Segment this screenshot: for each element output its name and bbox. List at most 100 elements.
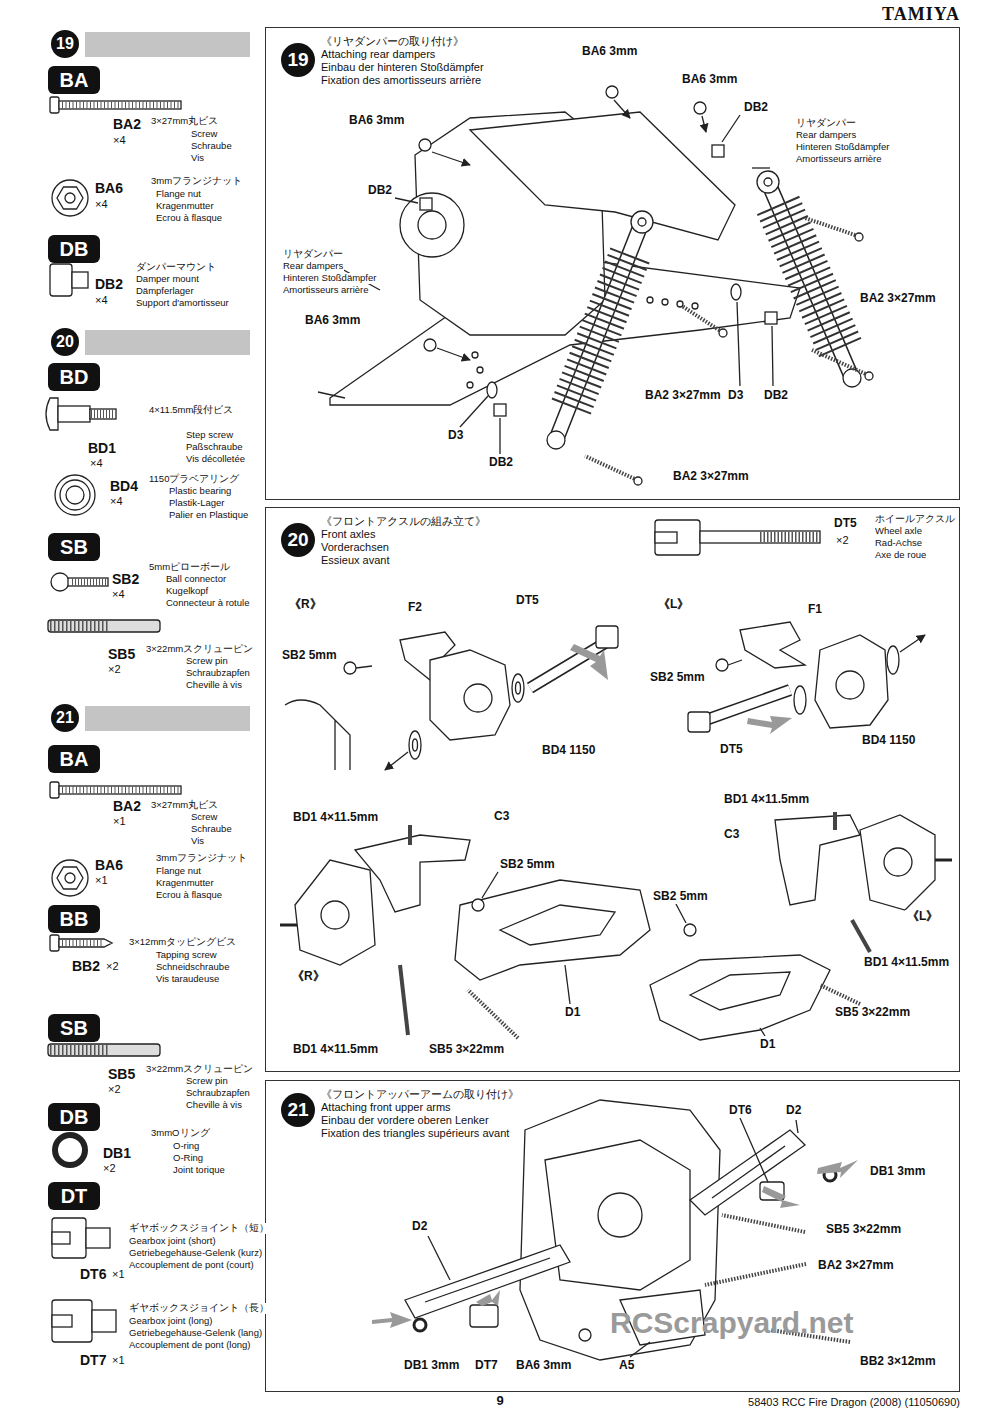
part-code: BA6 <box>95 857 123 873</box>
drawing-ellipse <box>794 686 806 714</box>
callout-label: BA2 3×27mm <box>858 292 938 306</box>
part-description: Ball connector <box>165 574 227 585</box>
part-description: Vis taraudeuse <box>155 974 220 985</box>
part-description: Support d'amortisseur <box>135 298 230 309</box>
step-number: 21 <box>281 1093 315 1127</box>
drawing-line <box>437 348 470 360</box>
callout-label: D2 <box>784 1104 803 1118</box>
drawing-circle <box>684 924 696 936</box>
part-bag-code: BB <box>48 905 100 933</box>
callout-label: C3 <box>722 828 741 842</box>
part-bag-code: DB <box>48 235 100 263</box>
quantity: ×4 <box>112 588 125 601</box>
quantity: ×1 <box>95 874 108 887</box>
part-description: 3×12mmタッピングビス <box>128 937 237 948</box>
drawing-rect <box>655 520 700 555</box>
step-panel: 《フロントアクスルの組み立て》Front axlesVorderachsenEs… <box>265 507 960 1072</box>
callout-label: F1 <box>806 603 824 617</box>
drawing-line <box>499 418 500 454</box>
part-description: Gearbox joint (long) <box>128 1316 213 1327</box>
part-description: ギヤボックスジョイント（長） <box>128 1303 270 1314</box>
drawing-rect <box>420 198 432 210</box>
drawing-polygon <box>372 1312 412 1328</box>
part-description: Kugelkopf <box>165 586 209 597</box>
drawing-line <box>482 872 498 898</box>
drawing-rect <box>72 272 88 288</box>
drawing-line <box>760 1028 765 1036</box>
drawing-circle <box>598 1193 642 1237</box>
drawing-line <box>935 859 952 862</box>
callout-label: BD4 1150 <box>540 744 597 758</box>
drawing-line <box>408 825 412 845</box>
drawing-line <box>676 904 686 923</box>
callout-label: BA6 3mm <box>514 1359 573 1373</box>
drawing-g <box>340 100 773 454</box>
drawing-rect <box>52 1232 70 1244</box>
drawing-line <box>740 1118 768 1182</box>
step-title: Front axles <box>321 528 375 541</box>
callout-label: DB2 <box>762 389 790 403</box>
part-bag-code: DB <box>48 1103 100 1131</box>
part-description: Screw pin <box>185 1076 229 1087</box>
drawing-line <box>760 532 818 542</box>
part-description: リヤダンパー <box>795 118 857 129</box>
part-description: Palier en Plastique <box>168 510 249 521</box>
drawing-circle <box>418 211 446 239</box>
drawing-path <box>740 622 805 668</box>
callout-label: DT5 <box>832 517 859 531</box>
drawing-path <box>775 815 860 905</box>
step-title: Essieux avant <box>321 554 389 567</box>
drawing-rect <box>92 1310 116 1332</box>
part-description: ギヤボックスジョイント（短） <box>128 1223 270 1234</box>
drawing-line <box>428 1236 450 1280</box>
drawing-circle <box>719 329 727 337</box>
step-title: Attaching front upper arms <box>321 1101 451 1114</box>
part-code: DB2 <box>95 276 123 292</box>
quantity: ×1 <box>113 815 126 828</box>
part-description: Hinteren Stoßdämpfer <box>282 273 377 284</box>
part-description: Amortisseurs arrière <box>282 285 370 296</box>
drawing-line <box>62 940 104 947</box>
part-bag-code: DT <box>48 1182 100 1210</box>
drawing-polygon <box>57 867 83 889</box>
drawing-circle <box>692 303 698 309</box>
drawing-line <box>772 326 773 386</box>
drawing-line <box>91 410 115 419</box>
part-description: 3×27mm丸ビス <box>150 800 219 811</box>
part-bag-code: BD <box>48 363 100 391</box>
drawing-path <box>318 392 345 398</box>
drawing-line <box>460 396 488 427</box>
callout-label: D1 <box>563 1006 582 1020</box>
part-code: SB2 <box>112 571 139 587</box>
part-description: Step screw <box>185 430 234 441</box>
drawing-circle <box>55 475 95 515</box>
quantity: ×4 <box>90 457 103 470</box>
drawing-rect <box>59 786 181 794</box>
part-code: BA2 <box>113 116 141 132</box>
part-bag-code: SB <box>48 1014 100 1042</box>
part-description: Connecteur à rotule <box>165 598 250 609</box>
part-description: 4×11.5mm段付ビス <box>148 405 234 416</box>
drawing-line <box>737 302 740 386</box>
part-bag-code: SB <box>48 533 100 561</box>
step-title: Fixation des amortisseurs arrière <box>321 74 481 87</box>
drawing-polygon <box>570 644 608 680</box>
callout-label: DB2 <box>487 456 515 470</box>
callout-label: D2 <box>410 1220 429 1234</box>
drawing-rect <box>688 712 710 732</box>
drawing-line <box>50 621 108 632</box>
part-description: Flange nut <box>155 866 202 877</box>
callout-label: DT7 <box>473 1359 500 1373</box>
callout-label: C3 <box>492 810 511 824</box>
drawing-rect <box>48 1044 160 1056</box>
callout-label: BD4 1150 <box>860 734 917 748</box>
drawing-line <box>72 579 107 586</box>
drawing-ellipse <box>512 674 524 702</box>
rear-gearbox-drawing <box>318 86 873 485</box>
part-code: BA2 <box>113 798 141 814</box>
drawing-line <box>50 1045 108 1056</box>
part-description: Ecrou à flasque <box>155 213 223 224</box>
drawing-line <box>395 198 418 203</box>
